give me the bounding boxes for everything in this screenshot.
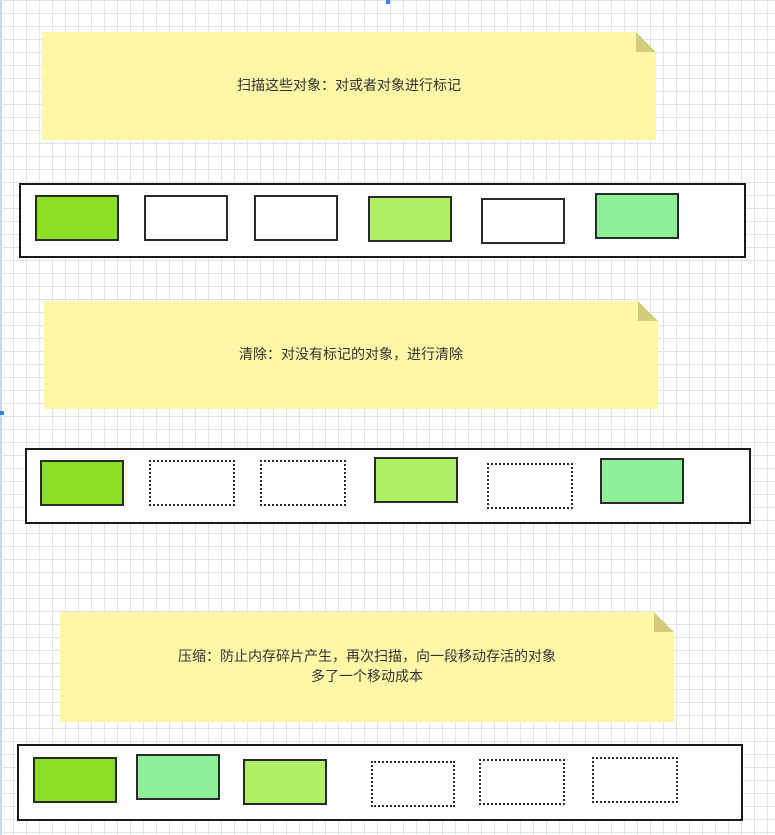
object-block[interactable] xyxy=(600,458,684,504)
object-block[interactable] xyxy=(481,198,565,244)
heap-compact[interactable] xyxy=(17,744,743,821)
note-scan-line-1: 扫描这些对象：对或者对象进行标记 xyxy=(237,78,461,94)
object-block[interactable] xyxy=(144,195,228,241)
object-block[interactable] xyxy=(260,460,346,506)
object-block[interactable] xyxy=(33,757,117,803)
object-block[interactable] xyxy=(595,193,679,239)
object-block[interactable] xyxy=(40,460,124,506)
heap-sweep[interactable] xyxy=(25,448,751,524)
note-compact-line-1: 压缩：防止内存碎片产生，再次扫描，向一段移动存活的对象 xyxy=(178,649,556,665)
object-block[interactable] xyxy=(371,761,455,807)
selection-handle-top[interactable] xyxy=(386,0,390,4)
note-scan[interactable]: 扫描这些对象：对或者对象进行标记 xyxy=(42,32,656,140)
selection-handle-left[interactable] xyxy=(0,411,4,415)
object-block[interactable] xyxy=(479,759,565,805)
object-block[interactable] xyxy=(487,463,573,509)
note-compact-text: 压缩：防止内存碎片产生，再次扫描，向一段移动存活的对象 多了一个移动成本 xyxy=(60,612,674,722)
note-sweep[interactable]: 清除：对没有标记的对象，进行清除 xyxy=(44,301,658,409)
object-block[interactable] xyxy=(136,754,220,800)
note-compact-line-2: 多了一个移动成本 xyxy=(311,669,423,685)
object-block[interactable] xyxy=(254,195,338,241)
note-compact[interactable]: 压缩：防止内存碎片产生，再次扫描，向一段移动存活的对象 多了一个移动成本 xyxy=(60,612,674,722)
object-block[interactable] xyxy=(374,457,458,503)
heap-scan[interactable] xyxy=(19,183,746,258)
object-block[interactable] xyxy=(592,757,678,803)
object-block[interactable] xyxy=(35,195,119,241)
note-scan-text: 扫描这些对象：对或者对象进行标记 xyxy=(42,32,656,140)
canvas-left-edge xyxy=(0,0,2,835)
note-sweep-line-1: 清除：对没有标记的对象，进行清除 xyxy=(239,347,463,363)
object-block[interactable] xyxy=(243,759,327,805)
object-block[interactable] xyxy=(149,460,235,506)
object-block[interactable] xyxy=(368,196,452,242)
note-sweep-text: 清除：对没有标记的对象，进行清除 xyxy=(44,301,658,409)
